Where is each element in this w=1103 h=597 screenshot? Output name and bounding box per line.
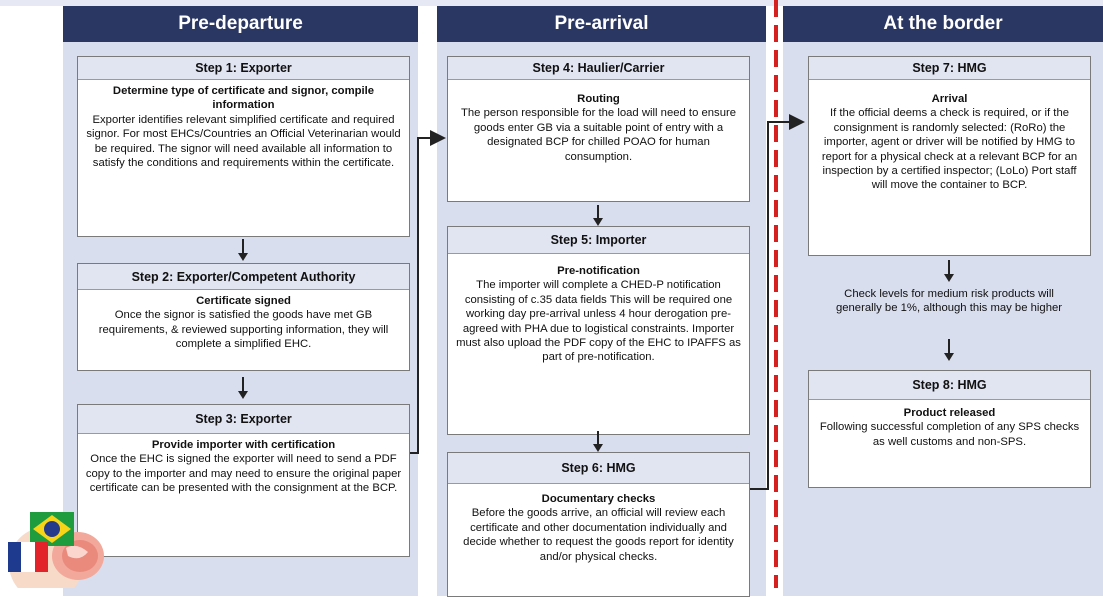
arrow-check-to-step8: [944, 339, 954, 361]
connector-step6-to-step7: [750, 114, 805, 490]
step-4-title: Step 4: Haulier/Carrier: [448, 57, 749, 80]
step-2-box: Step 2: Exporter/Competent Authority Cer…: [77, 263, 410, 371]
step-5-box: Step 5: Importer Pre-notification The im…: [447, 226, 750, 435]
top-strip: [0, 0, 1103, 6]
arrow-step2-to-step3: [238, 377, 248, 399]
step-4-box: Step 4: Haulier/Carrier Routing The pers…: [447, 56, 750, 202]
arrow-step5-to-step6: [593, 431, 603, 452]
step-1-box: Step 1: Exporter Determine type of certi…: [77, 56, 410, 237]
check-levels-text: Check levels for medium risk products wi…: [835, 288, 1063, 315]
step-4-text: The person responsible for the load will…: [460, 107, 737, 163]
step-8-title: Step 8: HMG: [809, 371, 1090, 400]
border-line: [774, 0, 778, 588]
step-8-text: Following successful completion of any S…: [819, 421, 1080, 448]
flags-illustration: [0, 512, 110, 588]
step-2-title: Step 2: Exporter/Competent Authority: [78, 264, 409, 290]
step-7-text: If the official deems a check is require…: [821, 107, 1078, 192]
step-2-subtitle: Certificate signed: [196, 295, 291, 307]
step-1-title: Step 1: Exporter: [78, 57, 409, 80]
step-1-text: Exporter identifies relevant simplified …: [86, 113, 401, 170]
header-pre-departure-label: Pre-departure: [178, 13, 303, 34]
step-8-subtitle: Product released: [903, 407, 996, 419]
france-flag-icon: [8, 542, 48, 572]
step-1-subtitle: Determine type of certificate and signor…: [112, 85, 375, 112]
step-3-box: Step 3: Exporter Provide importer with c…: [77, 404, 410, 557]
step-5-title: Step 5: Importer: [448, 227, 749, 254]
step-6-text: Before the goods arrive, an official wil…: [463, 507, 734, 563]
step-6-subtitle: Documentary checks: [541, 493, 656, 505]
connector-step3-to-step4: [410, 130, 446, 454]
header-at-border-label: At the border: [883, 13, 1003, 34]
step-8-box: Step 8: HMG Product released Following s…: [808, 370, 1091, 488]
step-7-subtitle: Arrival: [931, 93, 968, 105]
step-2-text: Once the signor is satisfied the goods h…: [98, 309, 389, 351]
step-3-text: Once the EHC is signed the exporter will…: [85, 453, 402, 495]
step-6-box: Step 6: HMG Documentary checks Before th…: [447, 452, 750, 597]
step-7-title: Step 7: HMG: [809, 57, 1090, 80]
header-pre-departure: Pre-departure: [63, 6, 418, 42]
header-pre-arrival-label: Pre-arrival: [554, 13, 649, 34]
step-3-title: Step 3: Exporter: [78, 405, 409, 434]
step-6-title: Step 6: HMG: [448, 453, 749, 484]
step-5-text: The importer will complete a CHED-P noti…: [456, 279, 741, 364]
arrow-step7-to-check: [944, 260, 954, 282]
arrow-step4-to-step5: [593, 205, 603, 226]
brazil-flag-icon: [30, 512, 74, 546]
arrow-step1-to-step2: [238, 239, 248, 261]
step-3-subtitle: Provide importer with certification: [151, 439, 336, 451]
step-5-subtitle: Pre-notification: [557, 265, 640, 277]
header-at-border: At the border: [783, 6, 1103, 42]
step-4-subtitle: Routing: [577, 93, 620, 105]
header-pre-arrival: Pre-arrival: [437, 6, 766, 42]
step-7-box: Step 7: HMG Arrival If the official deem…: [808, 56, 1091, 256]
